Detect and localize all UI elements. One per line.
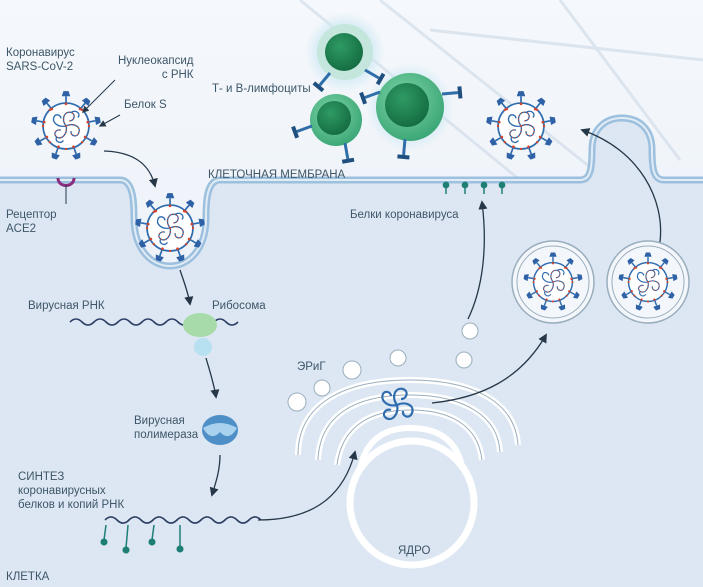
cell-interior [0,118,703,587]
ribosome [183,313,217,356]
label-virus-name: Коронавирус SARS-CoV-2 [6,47,75,73]
label-nucleocapsid: Нуклеокапсид с РНК [118,55,194,81]
label-cell: КЛЕТКА [6,571,50,583]
nucleus [346,437,478,569]
label-synthesis: СИНТЕЗ коронавирусных белков и копий РНК [18,471,125,511]
er-golgi-outline [297,379,519,466]
label-lymphocytes: Т- и В-лимфоциты [212,83,311,95]
label-pointers [82,79,121,127]
lymphocyte-cells [289,12,464,166]
label-receptor: Рецептор ACE2 [6,209,57,235]
synthesis-rna-strand [104,516,262,524]
label-ribosome: Рибосома [212,300,266,312]
label-protein-s: Белок S [124,99,167,111]
label-polymerase: Вирусная полимераза [134,415,199,441]
nucleocapsid-in-er [381,387,414,421]
synthesized-proteins [100,524,184,554]
label-viral-rna: Вирусная РНК [28,300,105,312]
label-er: ЭРиГ [297,361,326,373]
label-virus-proteins: Белки коронавируса [350,209,459,221]
label-nucleus: ЯДРО [398,545,431,557]
er-vesicles [287,322,479,412]
process-arrows [103,128,662,521]
label-membrane: КЛЕТОЧНАЯ МЕМБРАНА [208,169,346,181]
coronavirus-surface-proteins [442,181,506,194]
virion-vesicles [511,240,690,324]
viral-polymerase [202,415,238,445]
